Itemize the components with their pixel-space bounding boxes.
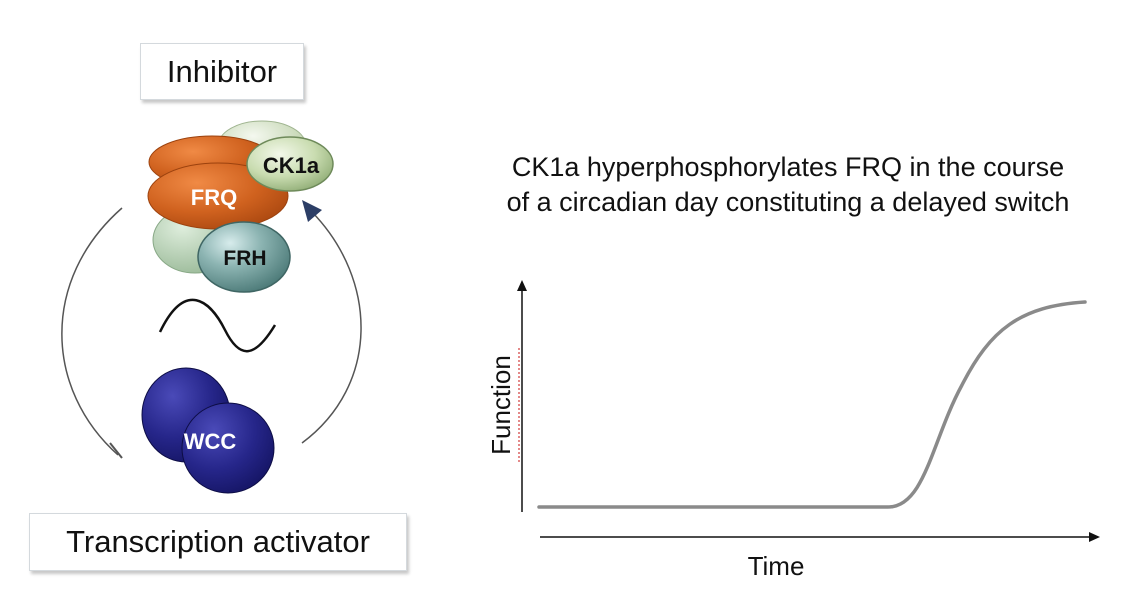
frq-complex: CK1a FRQ FRH — [147, 120, 334, 293]
activator-label: Transcription activator — [66, 524, 370, 559]
ck1a-shape — [246, 136, 334, 192]
switch-plot: Function Time — [486, 280, 1100, 581]
inhibition-arc — [61, 207, 123, 456]
frh-label: FRH — [223, 247, 266, 270]
switch-curve — [537, 300, 1087, 509]
activator-label-box: Transcription activator — [29, 513, 407, 571]
inhibitor-label: Inhibitor — [166, 53, 278, 89]
inhibitor-label-box: Inhibitor — [140, 43, 304, 100]
caption-line-2: of a circadian day constituting a delaye… — [506, 187, 1070, 217]
wcc-right-lobe — [181, 402, 275, 494]
caption: CK1a hyperphosphorylates FRQ in the cour… — [438, 150, 1138, 220]
activation-arc — [301, 211, 362, 444]
inhibition-bar — [109, 442, 123, 459]
x-axis-label: Time — [748, 551, 805, 581]
wcc-label: WCC — [184, 429, 237, 454]
ck1a-label: CK1a — [263, 153, 320, 178]
frq-label: FRQ — [191, 185, 237, 210]
activation-arrowhead — [302, 200, 322, 222]
caption-line-1: CK1a hyperphosphorylates FRQ in the cour… — [511, 152, 1065, 182]
frh-shape — [197, 221, 291, 293]
oscillation-wave — [158, 298, 277, 353]
y-axis-label: Function — [486, 355, 516, 455]
wcc-complex: WCC — [141, 367, 275, 494]
